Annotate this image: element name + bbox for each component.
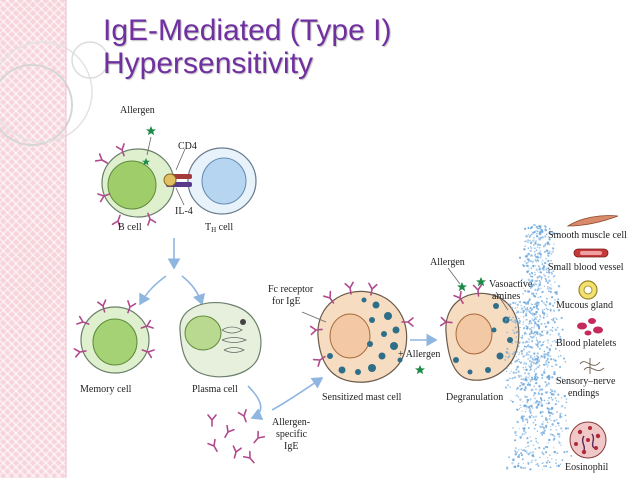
label-sensitized-mast-cell: Sensitized mast cell [322,392,402,403]
decorative-rings [0,0,109,478]
cd4-receptor-complex [163,173,192,187]
slide-title-line-2: Hypersensitivity [103,47,314,80]
label-nerve-2: endings [568,388,599,399]
label-degranulation: Degranulation [446,392,503,403]
label-platelets: Blood platelets [556,338,616,349]
label-smooth-muscle: Smooth muscle cell [548,230,627,241]
decorative-side-band [0,0,66,478]
arrow-to-memory [139,275,167,306]
arrow-ige-to-mast [271,377,324,411]
label-b-cell: B cell [118,222,142,233]
memory-cell [73,299,155,374]
label-blood-vessel: Small blood vessel [548,262,624,273]
slide-title-line-1: IgE-Mediated (Type I) [103,14,392,47]
label-th-cell: TH cell [205,222,233,234]
degranulating-mast-cell [439,277,520,381]
slide-title: IgE-Mediated (Type I) Hypersensitivity [103,14,391,80]
allergen-icon [415,365,425,375]
eosinophil-icon [569,421,607,459]
label-plasma-cell: Plasma cell [192,384,238,395]
label-allergen-right: Allergen [430,257,465,268]
label-il4: IL-4 [175,206,193,217]
label-allergen-top: Allergen [120,105,155,116]
label-nerve-1: Sensory–nerve [556,376,616,387]
sensitized-mast-cell [309,281,414,383]
released-mediators [504,223,573,471]
label-allergen-specific-3: IgE [284,441,298,452]
label-plus-allergen: + Allergen [398,349,440,360]
arrow-to-plasma [181,275,206,306]
label-mucous-gland: Mucous gland [556,300,613,311]
mucous-gland-icon [578,280,598,300]
label-fc-receptor-2: for IgE [272,296,301,307]
label-allergen-specific-1: Allergen- [272,417,310,428]
small-blood-vessel-icon [573,248,609,258]
plasma-cell [179,301,262,378]
arrow-plasma-to-ige [247,385,264,421]
label-vasoactive-1: Vasoactive [489,279,533,290]
sensory-nerve-endings-icon [579,358,605,374]
label-eosinophil: Eosinophil [565,462,609,473]
smooth-muscle-cell-icon [566,215,619,227]
label-fc-receptor-1: Fc receptor [268,284,314,295]
th-cell [187,147,257,215]
label-memory-cell: Memory cell [80,384,132,395]
label-allergen-specific-2: specific [276,429,308,440]
b-cell [101,148,175,218]
blood-platelets-icon [577,318,603,336]
label-vasoactive-2: amines [492,291,520,302]
label-cd4: CD4 [178,141,197,152]
allergen-specific-ige [207,409,266,466]
